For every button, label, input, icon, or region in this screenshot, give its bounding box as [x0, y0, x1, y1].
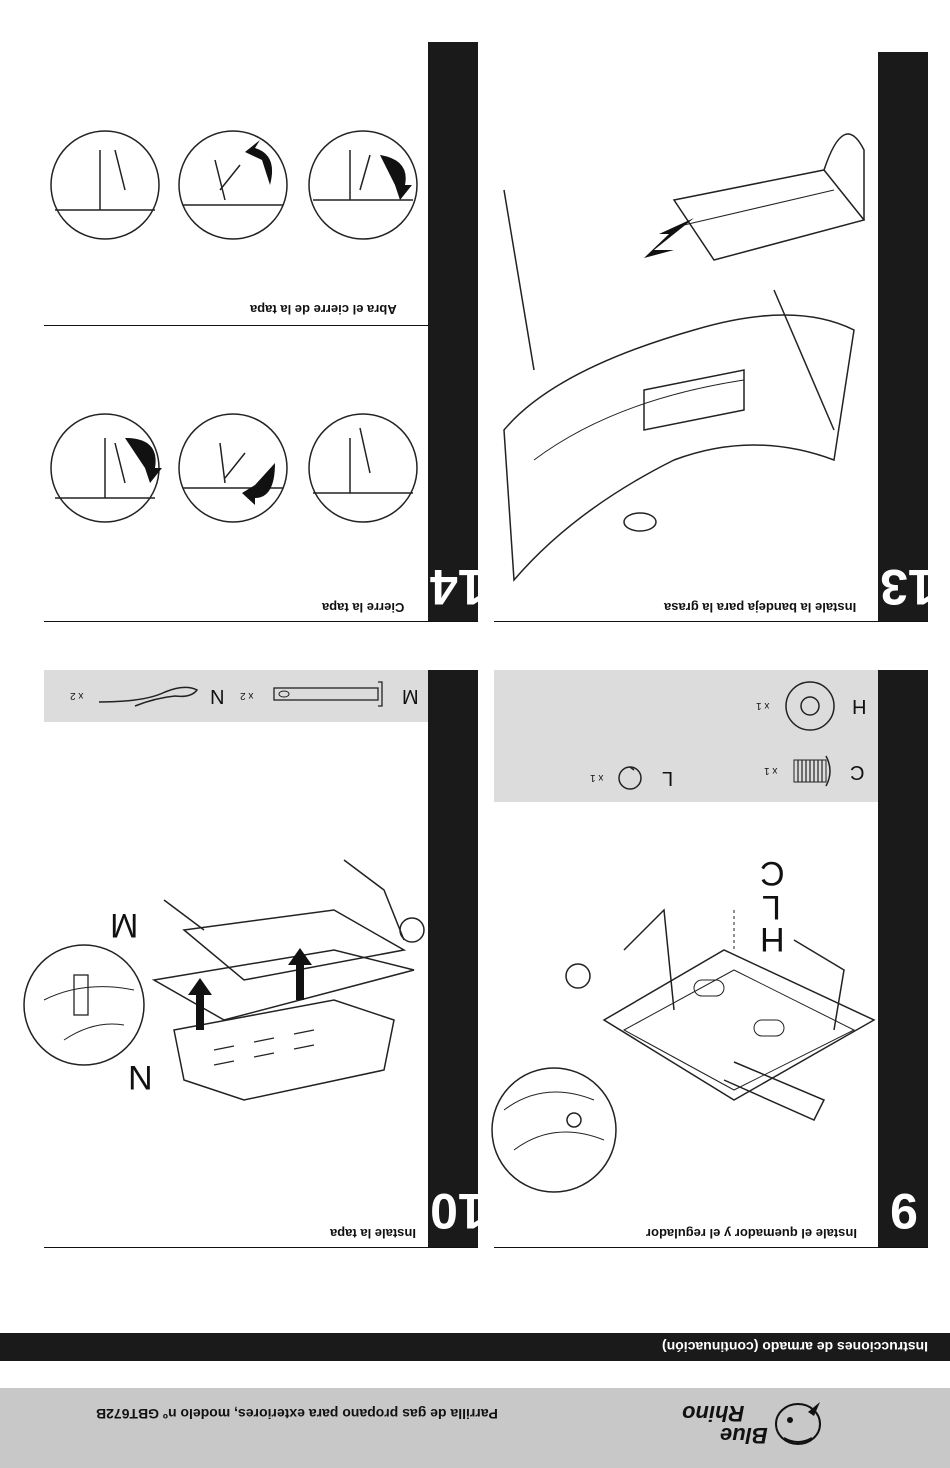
- part-m-qty: x 2: [240, 690, 253, 701]
- step-9-title: Instale el quemador y el regulador: [646, 1226, 857, 1241]
- part-n-label: N: [210, 684, 224, 707]
- section-title: Instrucciones de armado (continuación): [662, 1339, 928, 1355]
- part-l-label: L: [662, 766, 673, 789]
- part-c-qty: x 1: [764, 765, 777, 776]
- step-10-number: 10: [430, 1186, 486, 1236]
- part-m-label: M: [402, 684, 419, 707]
- lid-latch-close-sequence: [50, 413, 430, 528]
- part-h-qty: x 1: [756, 700, 769, 711]
- part-l-qty: x 1: [590, 772, 603, 783]
- part-h-label: H: [852, 694, 866, 717]
- step-14-title: Cierre la tapa: [322, 600, 404, 615]
- cotter-pin-n-icon: [95, 680, 205, 710]
- step-9-number: 9: [890, 1186, 918, 1236]
- lock-washer-l-icon: [616, 764, 646, 794]
- part-c-label: C: [850, 760, 864, 783]
- burner-regulator-illustration: [494, 880, 878, 1170]
- step-13-number: 13: [880, 562, 936, 612]
- model-subtitle: Parrilla de gas propano para exteriores,…: [96, 1406, 498, 1422]
- step-13-title: Instale la bandeja para la grasa: [664, 600, 856, 615]
- step-14-rule: [44, 621, 478, 622]
- part-n-qty: x 2: [70, 690, 83, 701]
- hinge-pin-m-icon: [270, 680, 390, 710]
- bolt-c-icon: [790, 754, 836, 788]
- lid-latch-open-sequence: [50, 130, 430, 245]
- step-9-bar: [878, 670, 928, 1248]
- step-14-subtitle: Abra el cierre de la tapa: [250, 302, 397, 317]
- brand-rhino: Rhino: [682, 1400, 744, 1426]
- grease-tray-illustration: [494, 130, 874, 600]
- step-10-title: Instale la tapa: [330, 1226, 416, 1241]
- step-13-bar: [878, 52, 928, 622]
- step-14-bar: [428, 42, 478, 622]
- step-9-rule: [494, 1247, 928, 1248]
- step-14-number: 14: [430, 562, 486, 612]
- blue-rhino-logo: Blue Rhino: [680, 1394, 830, 1454]
- step-14-divider: [44, 325, 428, 326]
- washer-h-icon: [784, 680, 838, 734]
- step-13-rule: [494, 621, 928, 622]
- step-10-bar: [428, 670, 478, 1248]
- lid-install-illustration: [44, 850, 428, 1110]
- step-10-rule: [44, 1247, 478, 1248]
